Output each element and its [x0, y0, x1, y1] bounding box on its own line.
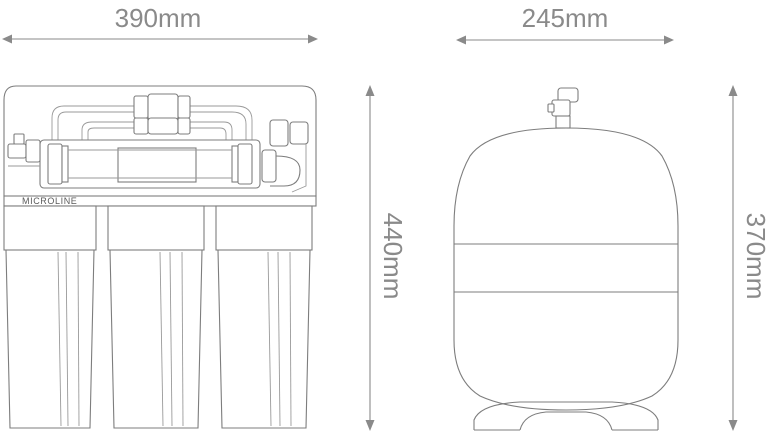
valve-body-top [147, 93, 179, 121]
arrowhead-down-icon [728, 420, 738, 431]
housing-rib [267, 251, 272, 427]
membrane-label-window [117, 147, 197, 183]
tank-base-outer [473, 401, 659, 430]
tubing-loop-outer-left [51, 105, 134, 140]
brand-label: MICROLINE [22, 196, 77, 206]
filter-housing-1 [3, 205, 97, 429]
housing-rib [181, 251, 184, 427]
filter-width-label: 390mm [115, 3, 202, 33]
arrowhead-down-icon [365, 420, 375, 431]
arrowhead-right-icon [308, 34, 318, 44]
fitting-lower-left [133, 117, 149, 135]
housing-rib [289, 251, 292, 427]
housing-rib [65, 251, 69, 427]
storage-tank-drawing [453, 87, 679, 431]
tank-width-dimension: 245mm [456, 3, 674, 45]
housing-body [109, 249, 203, 429]
tubing-loop-lower-right-inner [190, 127, 227, 142]
housing-rib [57, 251, 62, 427]
arrowhead-left-icon [2, 34, 12, 44]
right-tube [291, 144, 307, 193]
arrowhead-up-icon [728, 85, 738, 96]
fitting-right-top [269, 119, 289, 147]
tubing-loop-lower-left [81, 121, 134, 140]
housing-rib [169, 251, 173, 427]
tank-width-label: 245mm [522, 3, 609, 33]
housing-rib [277, 251, 281, 427]
tubing-loop-inner-right [190, 111, 247, 142]
tank-valve-port [547, 103, 555, 113]
fitting-lower-right [177, 117, 191, 135]
tank-body [453, 127, 679, 411]
membrane-ring-right [231, 145, 239, 183]
tank-height-dimension: 370mm [728, 85, 768, 431]
tubing-loop-lower-right [190, 121, 233, 142]
valve-body-lower [147, 117, 179, 135]
arrowhead-right-icon [664, 35, 674, 45]
housing-rib [77, 251, 80, 427]
membrane-cap-right [237, 143, 253, 185]
fitting-top-right [177, 95, 191, 119]
tank-height-label: 370mm [741, 213, 768, 300]
housing-cap [107, 205, 205, 251]
tank-valve-neck [555, 115, 571, 129]
tank-base-inner [519, 411, 613, 431]
fitting-right-valve [289, 121, 309, 145]
filter-housing-3 [215, 205, 313, 429]
filter-height-label: 440mm [378, 213, 408, 300]
arrowhead-up-icon [365, 85, 375, 96]
fitting-left-elbow [25, 139, 41, 163]
housing-cap [215, 205, 313, 251]
tank-valve-body [551, 99, 571, 117]
filter-height-dimension: 440mm [365, 85, 408, 431]
arrowhead-left-icon [456, 35, 466, 45]
filter-width-dimension: 390mm [2, 3, 318, 44]
fitting-left-cap [13, 133, 25, 145]
housing-cap [3, 205, 97, 251]
housing-body [5, 249, 95, 429]
fitting-right-elbow [270, 155, 301, 187]
filter-housing-2 [107, 205, 205, 429]
membrane-ring-left [61, 145, 69, 183]
tubing-loop-lower-left-inner [87, 127, 134, 140]
housing-rib [159, 251, 164, 427]
fitting-left-inlet [7, 143, 27, 159]
membrane-housing [39, 139, 261, 189]
filter-unit-drawing: MICROLINE [3, 85, 317, 429]
tubing-loop-outer-right [190, 105, 253, 142]
tubing-loop-inner-left [57, 111, 134, 140]
housing-body [217, 249, 311, 429]
membrane-cap-left [47, 143, 63, 185]
fitting-right-housing [261, 149, 277, 183]
fitting-top-left [133, 95, 149, 119]
